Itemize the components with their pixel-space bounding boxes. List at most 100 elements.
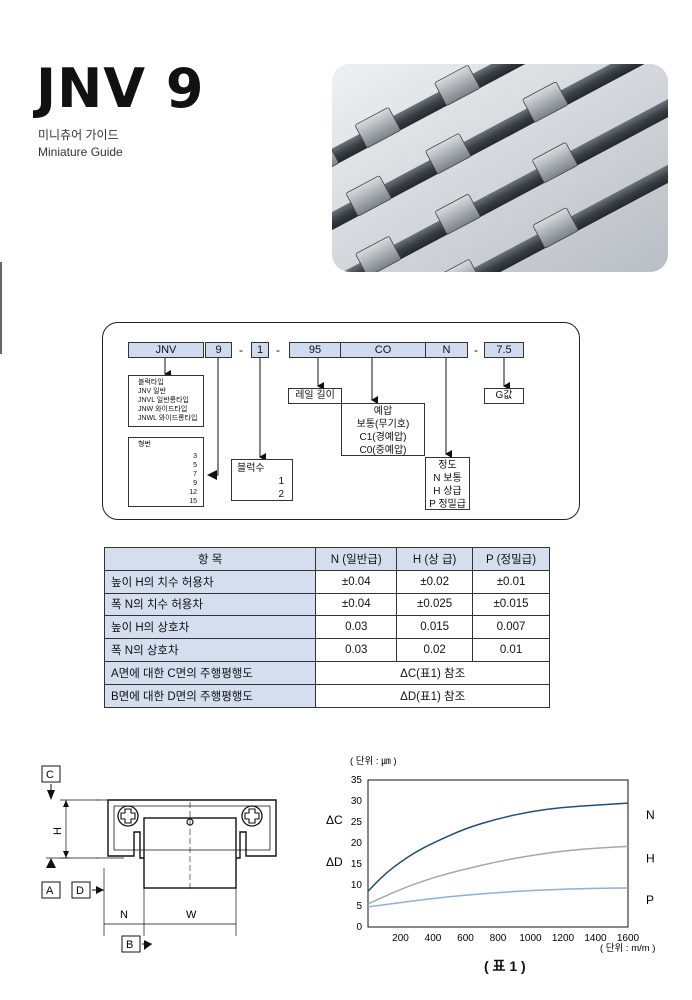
chart-ylabel-c: ΔC bbox=[326, 813, 343, 827]
table-row: 높이 H의 치수 허용차 ±0.04 ±0.02 ±0.01 bbox=[103, 569, 550, 594]
rail-length-label: 레일 길이 bbox=[288, 388, 342, 404]
code-accuracy: N bbox=[425, 342, 468, 358]
series-line-p bbox=[367, 887, 629, 908]
series-line-h bbox=[367, 845, 629, 905]
legend-line: 12 bbox=[189, 489, 197, 496]
code-series: JNV bbox=[128, 342, 204, 358]
cell-h: 0.02 bbox=[396, 638, 474, 662]
legend-line: 블럭타입 bbox=[138, 379, 164, 386]
code-block-count: 1 bbox=[251, 342, 269, 358]
preload-legend: 예압 보통(무기호) C1(경예압) C0(중예압) bbox=[341, 403, 425, 456]
legend-line: JNWL 와이드롱타입 bbox=[138, 415, 198, 422]
cell-p: ±0.01 bbox=[472, 569, 550, 594]
legend-line: C1(경예압) bbox=[359, 432, 407, 443]
legend-line: P 정밀급 bbox=[429, 499, 466, 510]
series-label-n: N bbox=[646, 808, 655, 822]
header-high: H (상 급) bbox=[396, 547, 474, 571]
cell-p: 0.01 bbox=[472, 638, 550, 662]
accuracy-legend: 정도 N 보통 H 상급 P 정밀급 bbox=[425, 457, 470, 510]
table-row: B면에 대한 D면의 주행평행도 ΔD(표1) 참조 bbox=[103, 683, 550, 708]
table-row: 폭 N의 치수 허용차 ±0.04 ±0.025 ±0.015 bbox=[103, 592, 550, 617]
legend-line: 1 bbox=[278, 476, 284, 487]
drawing-label-a: A bbox=[46, 885, 54, 897]
y-tick-label: 30 bbox=[351, 796, 363, 807]
drawing-label-d: D bbox=[76, 885, 84, 897]
legend-line: 보통(무기호) bbox=[356, 419, 410, 430]
g-value-label: G값 bbox=[484, 388, 524, 404]
code-g-value: 7.5 bbox=[484, 342, 524, 358]
y-tick-label: 5 bbox=[356, 901, 362, 912]
accuracy-spec-table: 항 목 N (일반급) H (상 급) P (정밀급) 높이 H의 치수 허용차… bbox=[103, 547, 550, 708]
legend-line: N 보통 bbox=[433, 473, 462, 484]
y-tick-label: 25 bbox=[351, 817, 363, 828]
cell-h: 0.015 bbox=[396, 615, 474, 640]
drawing-label-c: C bbox=[46, 769, 54, 781]
header-normal: N (일반급) bbox=[315, 547, 398, 571]
legend-line: H 상급 bbox=[433, 486, 462, 497]
legend-title: 정도 bbox=[438, 460, 457, 471]
cell-n: 0.03 bbox=[315, 638, 398, 662]
code-dash: - bbox=[276, 343, 280, 357]
legend-title: 형번 bbox=[138, 441, 151, 448]
subtitle-korean: 미니츄어 가이드 bbox=[38, 128, 119, 142]
y-tick-label: 35 bbox=[351, 775, 363, 786]
y-tick-label: 10 bbox=[351, 880, 363, 891]
cell-n: 0.03 bbox=[315, 615, 398, 640]
chart-caption: ( 표 1 ) bbox=[484, 958, 526, 974]
legend-line: 3 bbox=[193, 453, 197, 460]
drawing-label-h: H bbox=[52, 827, 64, 835]
ordering-code-box bbox=[102, 322, 580, 520]
legend-title: 예압 bbox=[373, 406, 393, 417]
table-row: 높이 H의 상호차 0.03 0.015 0.007 bbox=[103, 615, 550, 640]
code-size: 9 bbox=[205, 342, 232, 358]
x-tick-label: 1200 bbox=[552, 933, 575, 944]
cell-h: ±0.02 bbox=[396, 569, 474, 594]
series-label-p: P bbox=[646, 893, 654, 907]
cell-p: ±0.015 bbox=[472, 592, 550, 617]
drawing-label-w: W bbox=[186, 909, 197, 921]
chart-unit-x: ( 단위 : m/m ) bbox=[600, 942, 655, 954]
x-tick-label: 400 bbox=[425, 933, 442, 944]
y-tick-label: 15 bbox=[351, 859, 363, 870]
legend-title: 블럭수 bbox=[237, 463, 265, 474]
series-line-n bbox=[367, 802, 629, 892]
row-label: A면에 대한 C면의 주행평행도 bbox=[103, 660, 317, 685]
legend-line: JNVL 일반롱타입 bbox=[138, 397, 190, 404]
series-label-h: H bbox=[646, 851, 655, 865]
legend-line: 15 bbox=[189, 498, 197, 505]
y-tick-label: 20 bbox=[351, 838, 363, 849]
chart-svg: ( 단위 : ㎛ ) ( 단위 : m/m ) ΔC ΔD 0510152025… bbox=[326, 755, 655, 954]
chart-ylabel-d: ΔD bbox=[326, 855, 343, 869]
cell-merged: ΔC(표1) 참조 bbox=[315, 660, 550, 685]
x-tick-label: 800 bbox=[490, 933, 507, 944]
chart-unit-y: ( 단위 : ㎛ ) bbox=[350, 755, 397, 767]
code-dash: - bbox=[239, 343, 243, 357]
legend-line: 7 bbox=[193, 471, 197, 478]
page-title: JNV 9 bbox=[36, 57, 205, 120]
row-label: 폭 N의 치수 허용차 bbox=[103, 592, 317, 617]
size-legend: 형번 3 5 7 9 12 15 bbox=[128, 437, 204, 507]
row-label: 폭 N의 상호차 bbox=[103, 638, 317, 662]
plot-frame bbox=[367, 779, 629, 928]
cross-section-drawing: C A D B H N W bbox=[36, 760, 306, 965]
header-precision: P (정밀급) bbox=[472, 547, 550, 571]
drawing-label-b: B bbox=[126, 939, 133, 951]
block-type-legend: 블럭타입 JNV 일반 JNVL 일반롱타입 JNW 와이드타입 JNWL 와이… bbox=[128, 375, 204, 427]
code-preload: CO bbox=[340, 342, 426, 358]
table-row: A면에 대한 C면의 주행평행도 ΔC(표1) 참조 bbox=[103, 660, 550, 685]
table-row: 폭 N의 상호차 0.03 0.02 0.01 bbox=[103, 638, 550, 662]
x-tick-label: 1400 bbox=[584, 933, 607, 944]
legend-line: JNV 일반 bbox=[138, 388, 167, 395]
legend-line: 2 bbox=[278, 489, 284, 500]
cell-n: ±0.04 bbox=[315, 569, 398, 594]
cell-h: ±0.025 bbox=[396, 592, 474, 617]
legend-line: C0(중예압) bbox=[359, 445, 407, 456]
row-label: 높이 H의 치수 허용차 bbox=[103, 569, 317, 594]
block-count-legend: 블럭수 1 2 bbox=[231, 459, 293, 501]
legend-line: 5 bbox=[193, 462, 197, 469]
code-dash: - bbox=[474, 343, 478, 357]
row-label: B면에 대한 D면의 주행평행도 bbox=[103, 683, 317, 708]
